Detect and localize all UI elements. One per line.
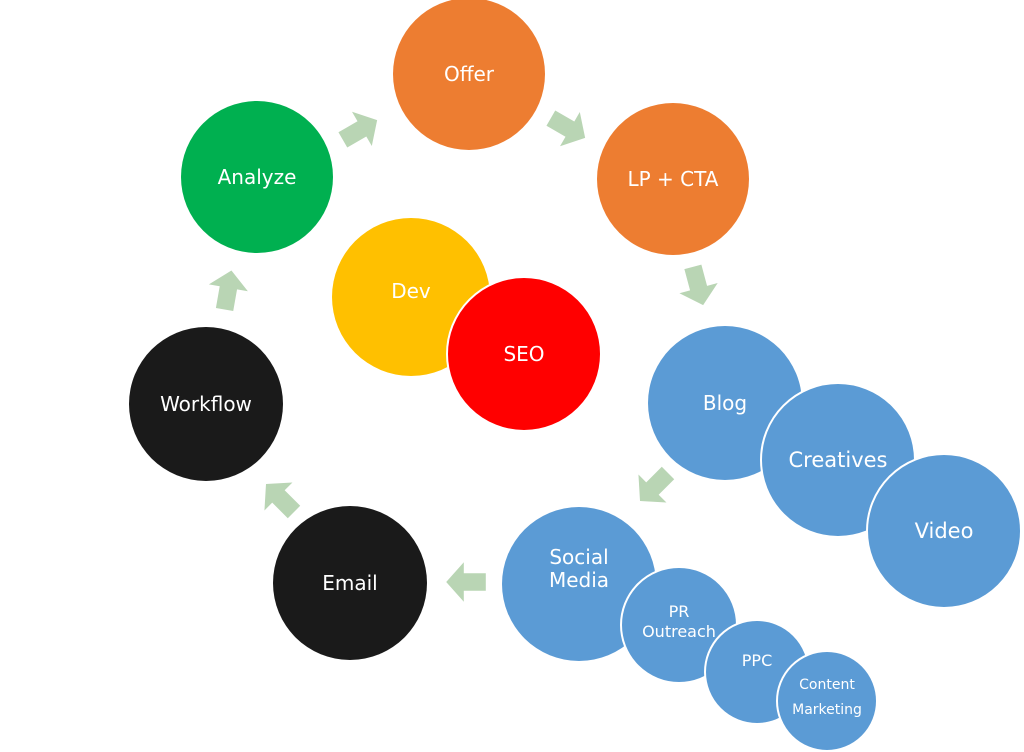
arrow-icon	[623, 456, 685, 518]
node-label: Dev	[391, 278, 431, 303]
node-analyze: Analyze	[181, 101, 333, 253]
arrow-icon	[444, 560, 488, 604]
node-email: Email	[273, 506, 427, 660]
arrow-icon	[671, 259, 725, 313]
node-label: PR	[668, 602, 690, 621]
node-video: Video	[866, 453, 1022, 609]
node-label: Blog	[702, 390, 748, 415]
node-label: Outreach	[642, 622, 716, 641]
arrow-icon	[203, 265, 254, 316]
arrow-icon	[249, 467, 311, 529]
node-seo: SEO	[446, 276, 602, 432]
node-label: Media	[548, 568, 610, 592]
node-label: SEO	[503, 341, 545, 366]
node-dev: Dev	[332, 218, 490, 376]
node-label: Email	[322, 570, 378, 595]
node-content-marketing: Content Marketing	[776, 650, 878, 752]
node-social-media: Social Media	[502, 507, 656, 661]
node-lp-cta: LP + CTA	[597, 103, 749, 255]
node-offer: Offer	[393, 0, 545, 150]
node-label: Workflow	[160, 391, 252, 416]
node-label: Marketing	[792, 702, 862, 718]
node-label: LP + CTA	[627, 166, 719, 191]
arrow-icon	[538, 98, 598, 158]
node-label: Analyze	[217, 164, 297, 189]
node-label: Content	[799, 676, 855, 693]
node-label: Social	[549, 545, 609, 569]
arrow-icon	[330, 100, 390, 160]
node-label: PPC	[741, 651, 773, 670]
node-label: Offer	[443, 61, 495, 86]
node-label: Creatives	[788, 447, 888, 472]
node-workflow: Workflow	[129, 327, 283, 481]
node-label: Video	[914, 518, 974, 543]
